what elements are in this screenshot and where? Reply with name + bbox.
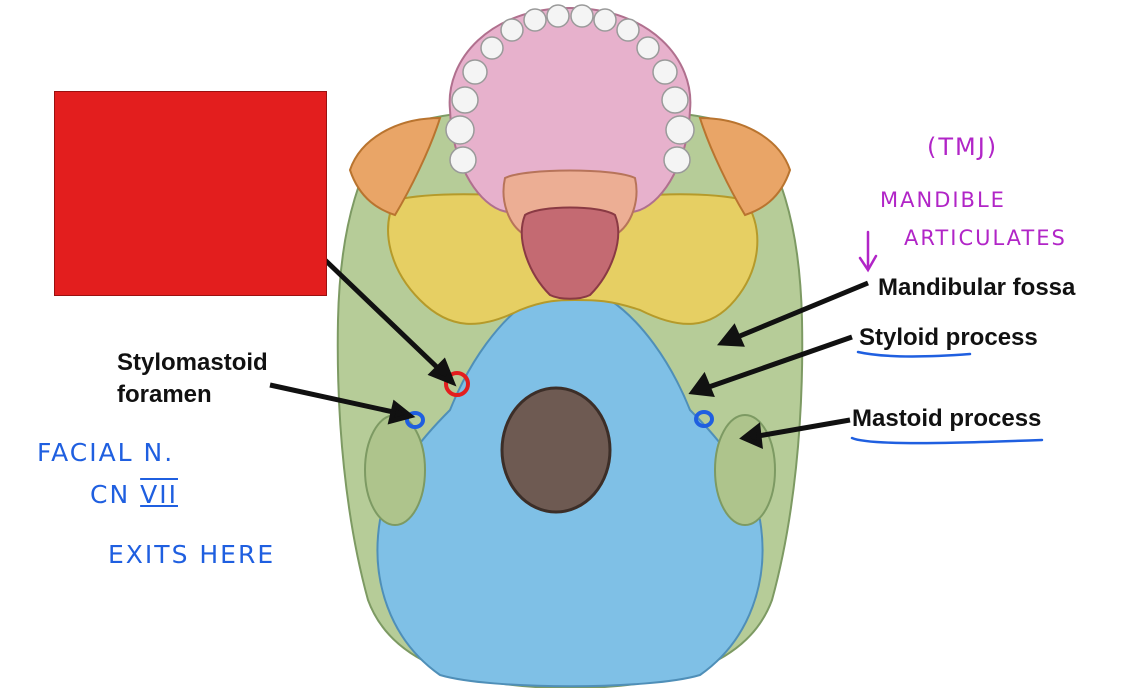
foramen-magnum (500, 386, 612, 514)
mastoid-process-right-shape (714, 414, 776, 526)
stylomastoid-blue-circle-left (405, 411, 425, 429)
note-cn-numeral: VII (140, 480, 178, 509)
label-styloid-process: Styloid process (859, 324, 1038, 352)
label-styloid-rest: process (939, 324, 1038, 351)
zygomatic-arch-right (698, 116, 792, 217)
mastoid-process-left-shape (364, 414, 426, 526)
label-styloid-word: Styloid (859, 324, 940, 351)
label-mandibular-fossa: Mandibular fossa (878, 274, 1076, 301)
zygomatic-arch-left (348, 116, 442, 217)
label-mastoid-process: Mastoid process (852, 405, 1041, 433)
purple-hand-arrow (858, 230, 878, 273)
stylomastoid-blue-circle-right (694, 410, 714, 428)
upper-teeth (445, 4, 695, 174)
label-mastoid-word: Mastoid (852, 405, 943, 432)
note-cn-vii: CN VII (90, 480, 178, 509)
choanae (520, 206, 620, 300)
red-label-cover-box (54, 91, 327, 296)
note-articulates: ARTICULATES (904, 226, 1067, 250)
stylomastoid-red-circle (444, 371, 470, 397)
note-tmj: (TMJ) (927, 133, 999, 161)
label-foramen: foramen (117, 381, 212, 408)
blue-underlines (850, 350, 1044, 445)
note-facial-n: FACIAL N. (37, 438, 175, 467)
label-mastoid-rest: process (942, 405, 1042, 432)
note-mandible: MANDIBLE (880, 188, 1006, 212)
pointer-lines (269, 257, 869, 450)
note-exits-here: EXITS HERE (108, 540, 276, 569)
note-cn: CN (90, 480, 131, 509)
label-stylomastoid: Stylomastoid (117, 349, 268, 376)
hard-palate (448, 6, 692, 219)
